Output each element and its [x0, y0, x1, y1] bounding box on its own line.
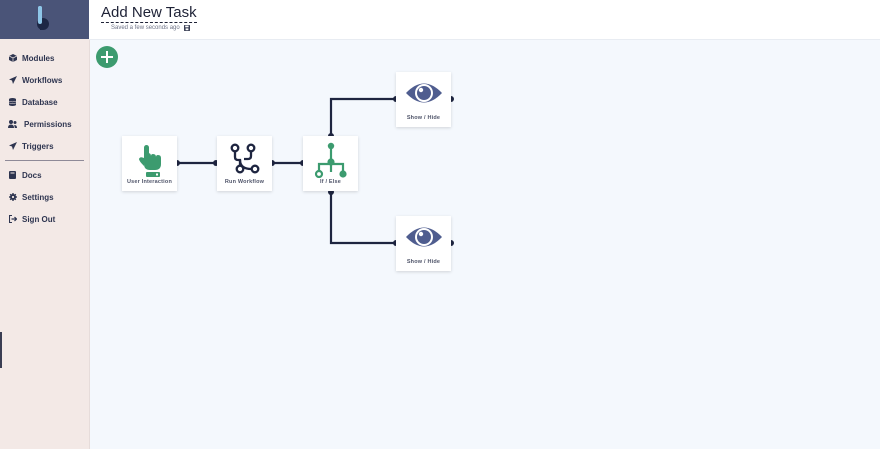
page-title[interactable]: Add New Task	[101, 4, 197, 23]
if-else-icon	[314, 142, 347, 178]
node-label: User Interaction	[126, 179, 173, 185]
save-icon	[183, 25, 190, 31]
sidebar-item-label: Triggers	[22, 141, 54, 151]
hand-pointer-icon	[138, 145, 161, 177]
save-status-text: Saved a few seconds ago	[111, 25, 180, 31]
sidebar-item-permissions[interactable]: Permissions	[0, 113, 89, 135]
sidebar-item-workflows[interactable]: Workflows	[0, 69, 89, 91]
sign-out-icon	[8, 215, 17, 224]
sidebar-item-label: Sign Out	[22, 214, 56, 224]
sidebar-item-label: Settings	[22, 192, 54, 202]
sidebar-item-label: Database	[22, 97, 58, 107]
node-label: If / Else	[319, 179, 342, 185]
workflow-node-if-else[interactable]: If / Else	[303, 136, 358, 191]
sidebar-divider	[5, 160, 84, 161]
sidebar-item-database[interactable]: Database	[0, 91, 89, 113]
workflow-node-user-interaction[interactable]: User Interaction	[122, 136, 177, 191]
cube-icon	[8, 54, 17, 63]
sidebar-item-label: Modules	[22, 53, 55, 63]
workflow-node-show-hide-bottom[interactable]: Show / Hide	[396, 216, 451, 271]
eye-icon	[405, 227, 442, 247]
sidebar-item-label: Workflows	[22, 75, 63, 85]
sidebar-nav: Modules Workflows Database Permissions T…	[0, 47, 89, 230]
add-node-button[interactable]	[96, 46, 118, 68]
sidebar-item-triggers[interactable]: Triggers	[0, 135, 89, 157]
eye-icon	[405, 83, 442, 103]
workflow-node-run-workflow[interactable]: Run Workflow	[217, 136, 272, 191]
sidebar-item-modules[interactable]: Modules	[0, 47, 89, 69]
workflow-node-show-hide-top[interactable]: Show / Hide	[396, 72, 451, 127]
node-label: Run Workflow	[224, 179, 265, 185]
save-status: Saved a few seconds ago	[111, 25, 190, 31]
sidebar-item-label: Permissions	[24, 119, 72, 129]
branch-icon	[230, 143, 259, 174]
node-label: Show / Hide	[406, 259, 441, 265]
database-icon	[8, 98, 17, 107]
users-icon	[8, 120, 17, 129]
app-logo[interactable]	[0, 0, 89, 39]
window-edge-handle	[0, 332, 2, 368]
sidebar: Modules Workflows Database Permissions T…	[0, 0, 90, 449]
book-icon	[8, 171, 17, 180]
sidebar-item-label: Docs	[22, 170, 42, 180]
paper-plane-icon	[8, 76, 17, 85]
gear-icon	[8, 193, 17, 202]
paper-plane-icon	[8, 142, 17, 151]
sidebar-item-docs[interactable]: Docs	[0, 164, 89, 186]
node-label: Show / Hide	[406, 115, 441, 121]
page-header: Add New Task Saved a few seconds ago	[89, 0, 880, 40]
sidebar-item-settings[interactable]: Settings	[0, 186, 89, 208]
sidebar-item-sign-out[interactable]: Sign Out	[0, 208, 89, 230]
